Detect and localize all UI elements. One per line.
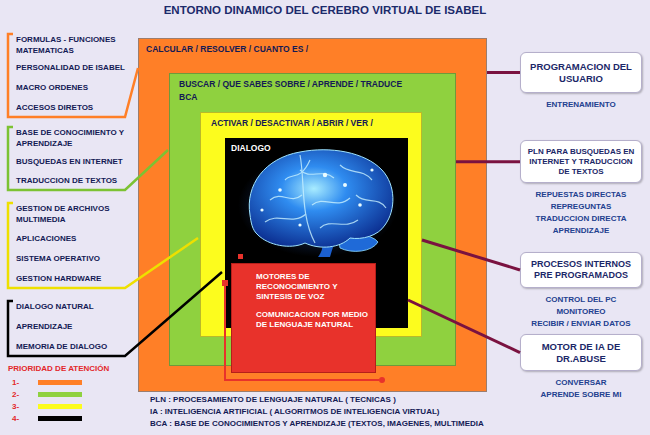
bracket-line: [8, 127, 168, 190]
list-item: SISTEMA OPERATIVO: [16, 253, 100, 264]
legend-swatch: [38, 404, 82, 409]
process-box: PLN PARA BUSQUEDAS EN INTERNET Y TRADUCC…: [520, 140, 642, 183]
list-item: PERSONALIDAD DE ISABEL: [16, 62, 125, 73]
process-box: MOTOR DE IA DE DR.ABUSE: [520, 334, 642, 371]
caption-text: CONVERSAR: [555, 377, 606, 388]
legend-title: PRIORIDAD DE ATENCIÓN: [8, 363, 109, 374]
list-item: BASE DE CONOCIMIENTO Y APRENDIZAJE: [16, 127, 136, 149]
list-item: GESTION DE ARCHIVOS MULTIMEDIA: [16, 203, 136, 225]
voice-engine-box: MOTORES DE RECONOCIMIENTO Y SINTESIS DE …: [231, 263, 376, 373]
list-item: MEMORIA DE DIALOGO: [16, 341, 107, 352]
legend-swatch: [38, 392, 82, 397]
list-item: ACCESOS DIRETOS: [16, 102, 93, 113]
caption-text: APRENDE SOBRE MI: [541, 389, 622, 400]
list-item: TRADUCCION DE TEXTOS: [16, 175, 117, 186]
square-label: CALCULAR / RESOLVER / CUANTO ES /: [146, 44, 479, 54]
connector-line: [422, 240, 520, 270]
list-item: APRENDIZAJE: [16, 321, 72, 332]
legend-number: 4-: [12, 413, 19, 424]
legend-swatch: [38, 416, 82, 421]
voice-leader: [222, 254, 385, 383]
box-text: PROCESOS INTERNOS PRE PROGRAMADOS: [526, 259, 636, 281]
box-text: MOTOR DE IA DE DR.ABUSE: [526, 341, 636, 364]
priority-square: CALCULAR / RESOLVER / CUANTO ES / BUSCAR …: [138, 38, 487, 392]
list-item: MACRO ORDENES: [16, 82, 88, 93]
box-text: PROGRAMACION DEL USUARIO: [526, 61, 636, 84]
square-label: BCA: [179, 92, 446, 102]
legend-number: 3-: [12, 401, 19, 412]
connector-line: [408, 300, 520, 353]
box-text: PLN PARA BUSQUEDAS EN INTERNET Y TRADUCC…: [526, 147, 636, 176]
caption-text: RECIBIR / ENVIAR DATOS: [531, 318, 630, 329]
caption-text: APRENDIZAJE: [553, 225, 609, 236]
caption-text: TRADUCCION DIRECTA: [536, 213, 627, 224]
legend-swatch: [38, 380, 82, 385]
brain-illustration: [238, 150, 398, 257]
list-item: DIALOGO NATURAL: [16, 301, 94, 312]
definition-note: PLN : PROCESAMIENTO DE LENGUAJE NATURAL …: [150, 394, 396, 405]
caption-text: CONTROL DEL PC: [546, 294, 617, 305]
caption-text: MONITOREO: [556, 306, 605, 317]
list-item: APLICACIONES: [16, 233, 76, 244]
definition-note: IA : INTELIGENCIA ARTIFICIAL ( ALGORITMO…: [150, 406, 439, 417]
square-label: ACTIVAR / DESACTIVAR / ABRIR / VER /: [211, 118, 411, 128]
bracket-line: [8, 203, 198, 288]
legend-number: 1-: [12, 377, 19, 388]
connector-line: [487, 71, 520, 74]
bracket-line: [8, 272, 222, 356]
list-item: GESTION HARDWARE: [16, 273, 101, 284]
box-text: MOTORES DE RECONOCIMIENTO Y SINTESIS DE …: [256, 272, 370, 301]
caption-text: REPREGUNTAS: [551, 201, 612, 212]
list-item: FORMULAS - FUNCIONES MATEMATICAS: [16, 34, 136, 56]
connector-line: [456, 160, 520, 163]
caption-text: ENTRENAMIENTO: [546, 99, 616, 110]
square-label: BUSCAR / QUE SABES SOBRE / APRENDE / TRA…: [179, 79, 446, 89]
diagram-title: ENTORNO DINAMICO DEL CEREBRO VIRTUAL DE …: [0, 4, 650, 16]
process-box: PROGRAMACION DEL USUARIO: [520, 52, 642, 93]
bracket-line: [8, 34, 138, 117]
process-box: PROCESOS INTERNOS PRE PROGRAMADOS: [520, 252, 642, 288]
definition-note: BCA : BASE DE CONOCIMIENTOS Y APRENDIZAJ…: [150, 418, 484, 429]
box-text: COMUNICACION POR MEDIO DE LENGUAJE NATUR…: [256, 310, 370, 330]
legend-number: 2-: [12, 389, 19, 400]
list-item: BUSQUEDAS EN INTERNET: [16, 156, 123, 167]
caption-text: REPUESTAS DIRECTAS: [536, 189, 627, 200]
square-label: DIALOGO: [231, 143, 402, 153]
